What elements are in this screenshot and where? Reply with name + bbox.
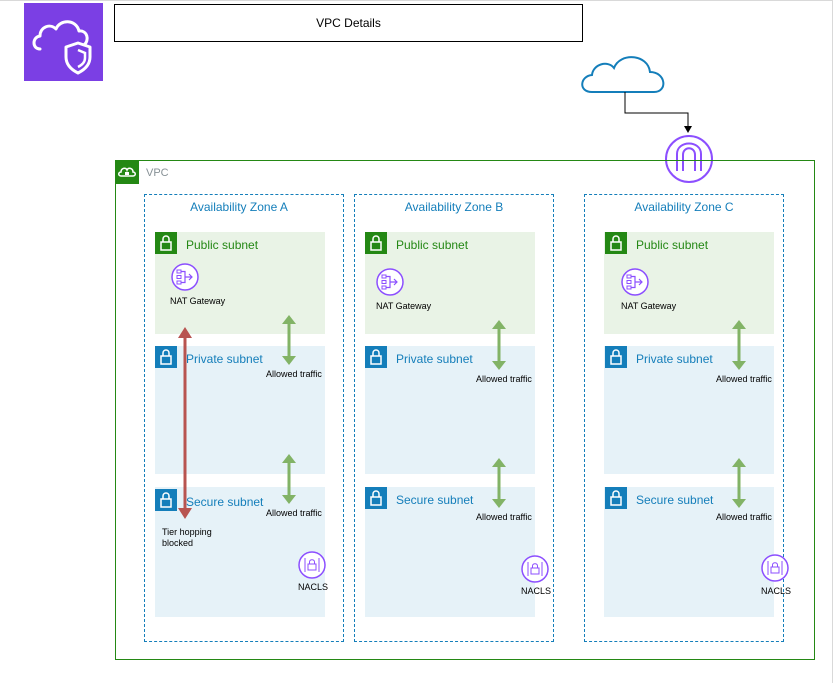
zone-b-nat-label: NAT Gateway [376,301,432,311]
zone-c-traffic-bottom: Allowed traffic [716,512,772,522]
nat-gateway-icon [621,268,649,296]
cloud-shield-icon [24,3,103,81]
zone-c-public-label: Public subnet [636,238,709,252]
zone-a-private-label: Private subnet [186,352,263,366]
lock-icon [155,346,177,368]
zone-a-blocked-label: Tier hopping blocked [162,527,212,548]
lock-icon [365,232,387,254]
allowed-traffic-arrow [282,315,296,365]
zone-c-secure-subnet [604,487,774,617]
zone-a-nat-label: NAT Gateway [170,296,226,306]
internet-connection [581,56,692,133]
nat-gateway-icon [171,263,199,291]
zone-c-nacl-label: NACLS [761,586,792,596]
zone-b-secure-label: Secure subnet [396,493,474,507]
blocked-traffic-arrow [178,327,192,519]
availability-zone-b [354,194,554,642]
internet-gateway-icon [665,135,713,183]
lock-icon [365,487,387,509]
zone-c-secure-label: Secure subnet [636,493,714,507]
zone-b-public-label: Public subnet [396,238,469,252]
vpc-container [115,160,815,660]
lock-icon [155,232,177,254]
lock-icon [605,487,627,509]
nacl-icon [521,555,549,583]
nat-gateway-icon [376,268,404,296]
allowed-traffic-arrow [732,458,746,508]
zone-b-label: Availability Zone B [404,200,504,214]
cloud-icon [581,56,665,93]
zone-a-label: Availability Zone A [190,200,288,214]
lock-icon [605,232,627,254]
zone-a-nacl-label: NACLS [298,582,329,592]
allowed-traffic-arrow [282,454,296,504]
zone-b-private-label: Private subnet [396,352,473,366]
zone-b-nacl-label: NACLS [521,586,552,596]
zone-b-private-subnet [365,346,535,474]
zone-a-private-subnet [155,346,325,474]
zone-c-private-label: Private subnet [636,352,713,366]
connector-arrowhead [684,126,692,133]
connector-line [624,92,689,128]
vpc-label: VPC [146,167,169,179]
allowed-traffic-arrow [492,458,506,508]
availability-zone-c [584,194,784,642]
zone-b-traffic-bottom: Allowed traffic [476,512,532,522]
zone-a-traffic-bottom: Allowed traffic [266,508,322,518]
zone-c-label: Availability Zone C [634,200,734,214]
lock-icon [155,489,177,511]
page-title: VPC Details [114,4,583,42]
nacl-icon [298,551,326,579]
zone-b-secure-subnet [365,487,535,617]
nacl-icon [761,554,789,582]
zone-a-secure-label: Secure subnet [186,495,264,509]
zone-c-private-subnet [604,346,774,474]
top-border [0,0,833,1]
zone-a-public-label: Public subnet [186,238,259,252]
allowed-traffic-arrow [732,320,746,370]
zone-b-traffic-top: Allowed traffic [476,374,532,384]
availability-zone-a [144,194,344,642]
allowed-traffic-arrow [492,320,506,370]
vpc-icon [115,160,139,184]
zone-a-traffic-top: Allowed traffic [266,369,322,379]
zone-c-nat-label: NAT Gateway [621,301,677,311]
lock-icon [605,346,627,368]
zone-c-traffic-top: Allowed traffic [716,374,772,384]
lock-icon [365,346,387,368]
